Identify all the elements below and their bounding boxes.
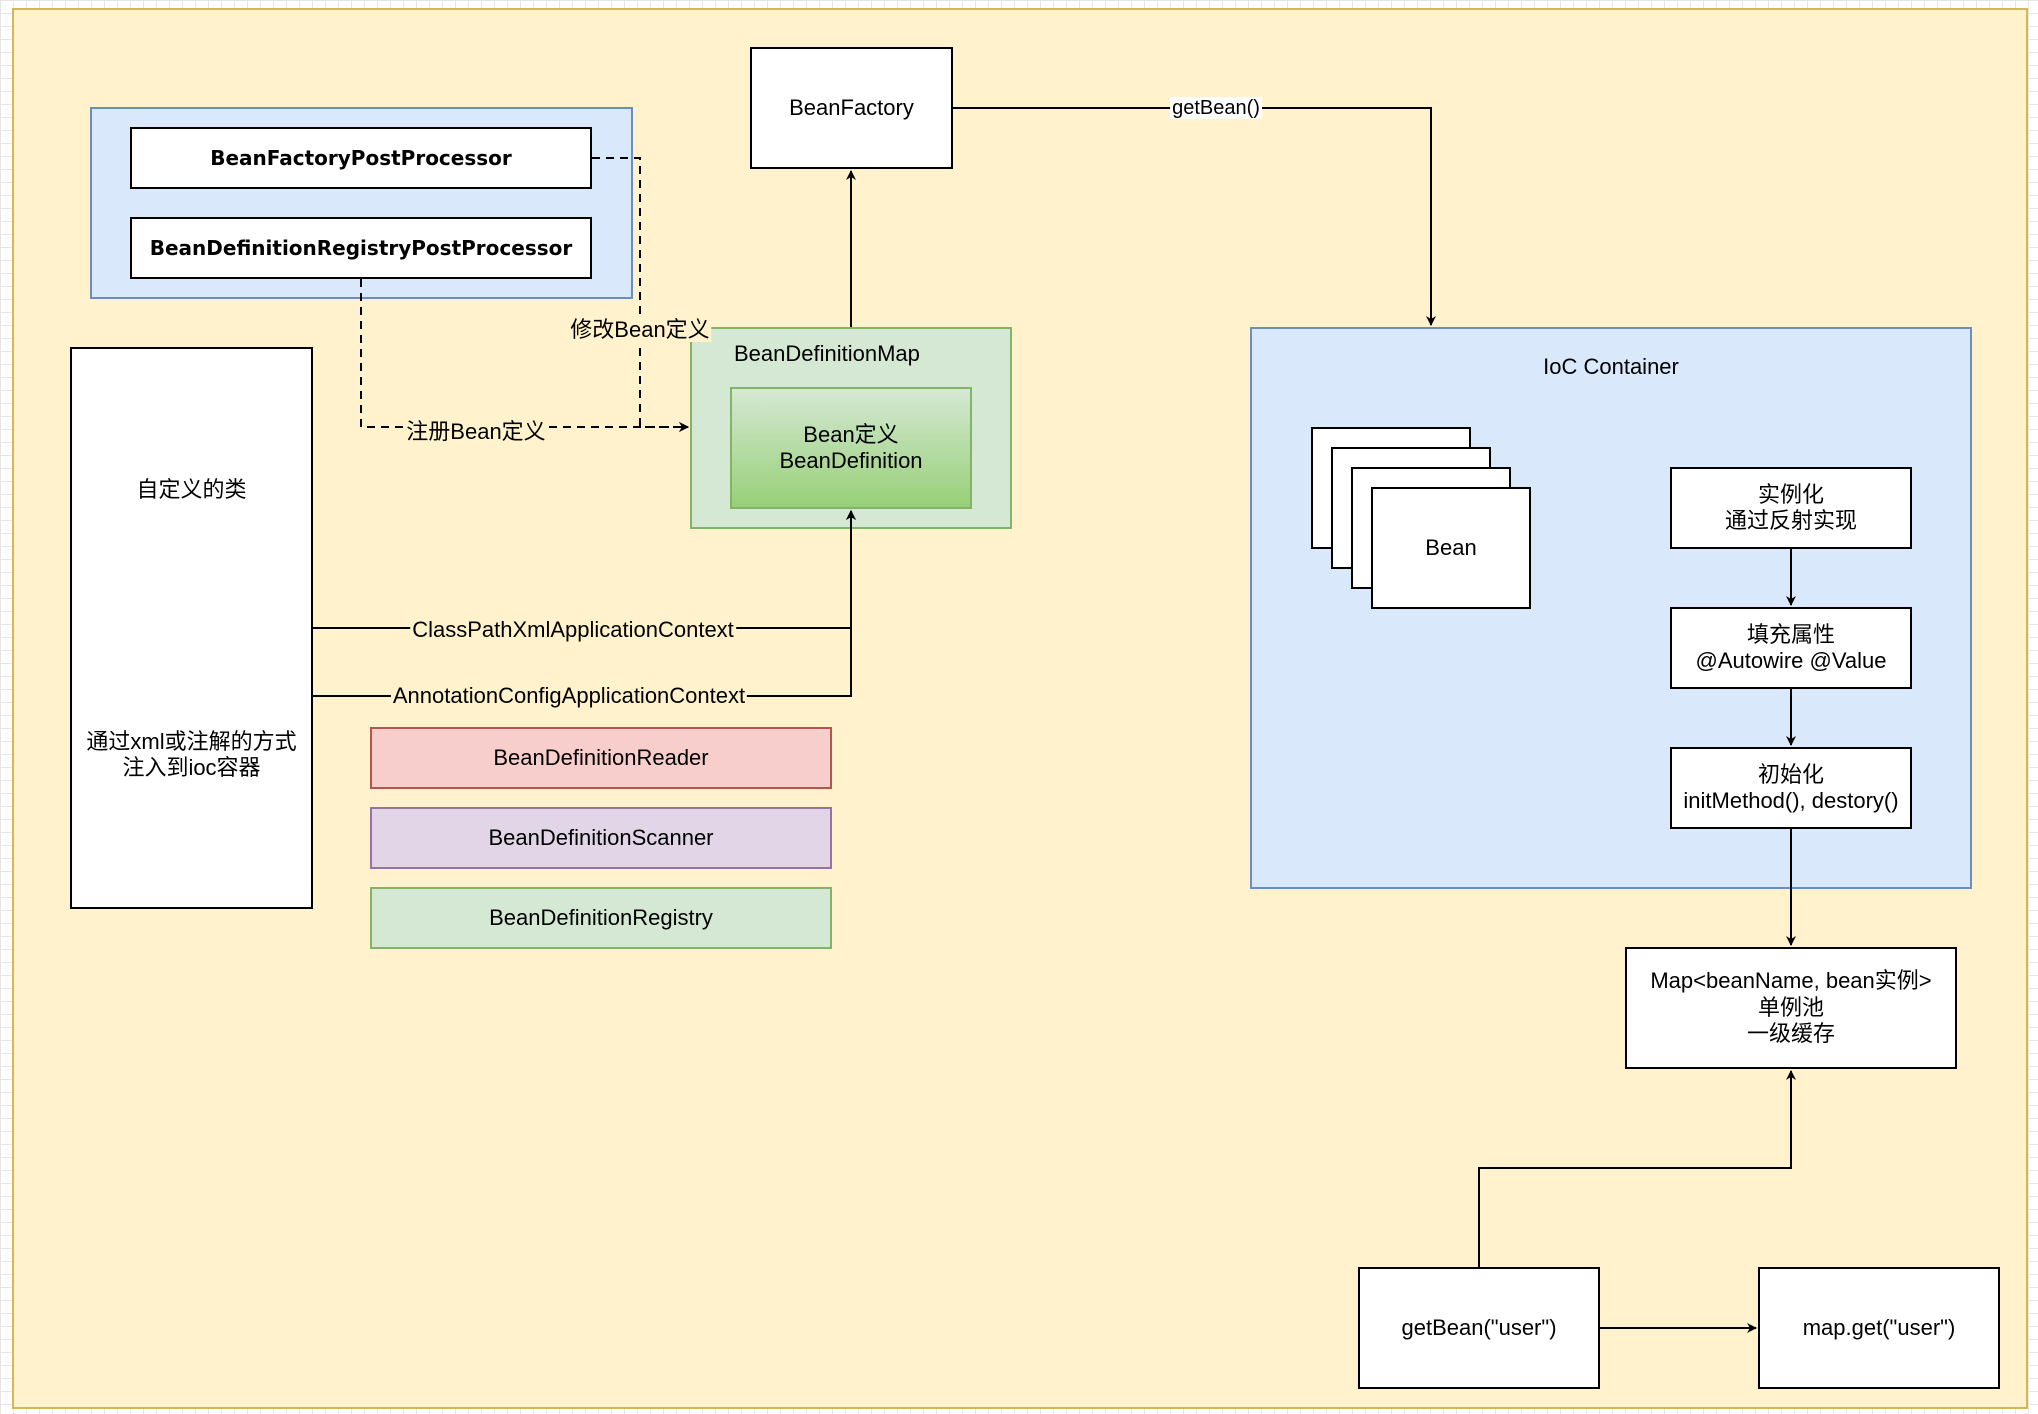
initialize-step-box: 初始化 initMethod(), destory() [1670,747,1912,829]
bean-definition-box: Bean定义 BeanDefinition [730,387,972,509]
edge-register-bean-definition [360,279,689,432]
label-classpath-xml-context: ClassPathXmlApplicationContext [410,617,736,642]
custom-class-title: 自定义的类 [136,477,247,502]
bean-definition-registry-box: BeanDefinitionRegistry [370,887,832,949]
edge-get-bean-to-singleton-pool [1478,1070,1796,1267]
label-modify-bean-definition: 修改Bean定义 [568,317,712,342]
singleton-pool-box: Map<beanName, bean实例> 单例池 一级缓存 [1625,947,1957,1069]
label-register-bean-definition: 注册Bean定义 [404,419,548,444]
custom-class-box: 自定义的类 通过xml或注解的方式 注入到ioc容器 [70,347,313,909]
bean-factory-box: BeanFactory [750,47,953,169]
bean-box: Bean [1371,487,1531,609]
get-bean-user-box: getBean("user") [1358,1267,1600,1389]
edge-bean-factory-to-ioc-container [953,107,1436,326]
instantiate-step-box: 实例化 通过反射实现 [1670,467,1912,549]
custom-class-description: 通过xml或注解的方式 注入到ioc容器 [86,729,297,781]
map-get-user-box: map.get("user") [1758,1267,2000,1389]
populate-properties-step-box: 填充属性 @Autowire @Value [1670,607,1912,689]
label-get-bean: getBean() [1170,97,1262,119]
bean-definition-registry-post-processor-box: BeanDefinitionRegistryPostProcessor [130,217,592,279]
bean-definition-reader-box: BeanDefinitionReader [370,727,832,789]
label-annotation-config-context: AnnotationConfigApplicationContext [390,683,748,708]
edge-modify-bean-definition [592,157,689,432]
edge-annotation-config-context [313,510,856,697]
bean-factory-post-processor-box: BeanFactoryPostProcessor [130,127,592,189]
edge-classpath-xml-context [313,510,856,629]
bean-definition-scanner-box: BeanDefinitionScanner [370,807,832,869]
